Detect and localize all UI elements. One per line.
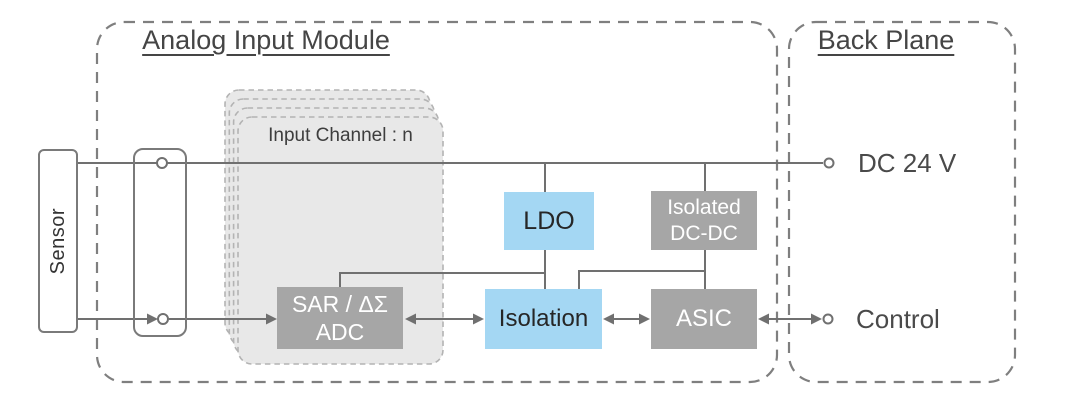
arrowhead-right bbox=[811, 313, 822, 325]
control-terminal bbox=[822, 313, 834, 325]
ldo-label: LDO bbox=[523, 206, 575, 235]
connector-terminal-top bbox=[156, 157, 168, 169]
arrowhead-left bbox=[603, 313, 614, 325]
analog-input-module-border bbox=[95, 20, 779, 384]
sensor-block: Sensor bbox=[38, 149, 78, 333]
input-channel-label: Input Channel : n bbox=[268, 125, 413, 146]
adc-block: SAR / ΔΣ ADC bbox=[277, 287, 403, 349]
arrowhead-left bbox=[405, 313, 416, 325]
ldo-block: LDO bbox=[504, 192, 594, 250]
ldo-to-adc-feed bbox=[339, 272, 545, 287]
connector-terminal-bottom bbox=[157, 313, 169, 325]
dc24-terminal bbox=[823, 157, 835, 169]
isolation-label: Isolation bbox=[498, 305, 589, 332]
dcdc-to-isolation-branch bbox=[578, 270, 705, 289]
adc-label-line2: ADC bbox=[315, 319, 365, 345]
control-label: Control bbox=[856, 304, 940, 334]
analog-input-module-title: Analog Input Module bbox=[142, 25, 390, 55]
dc24-label: DC 24 V bbox=[858, 148, 957, 178]
arrowhead-into-adc bbox=[266, 313, 277, 325]
back-plane-title: Back Plane bbox=[817, 25, 955, 55]
isolation-block: Isolation bbox=[485, 289, 602, 349]
asic-block: ASIC bbox=[651, 289, 757, 349]
terminal-connector-block bbox=[133, 148, 187, 337]
isolated-dcdc-block: Isolated DC-DC bbox=[651, 191, 757, 250]
arrowhead-right bbox=[473, 313, 484, 325]
isolated-dcdc-label-line2: DC-DC bbox=[670, 221, 738, 245]
arrowhead-right bbox=[639, 313, 650, 325]
adc-label-line1: SAR / ΔΣ bbox=[291, 290, 389, 317]
arrowhead-left bbox=[758, 313, 769, 325]
asic-label: ASIC bbox=[675, 305, 732, 332]
isolated-dcdc-label-line1: Isolated bbox=[667, 195, 741, 219]
back-plane-border bbox=[787, 20, 1017, 384]
arrowhead-into-terminal bbox=[147, 313, 158, 325]
sensor-label: Sensor bbox=[46, 207, 69, 275]
